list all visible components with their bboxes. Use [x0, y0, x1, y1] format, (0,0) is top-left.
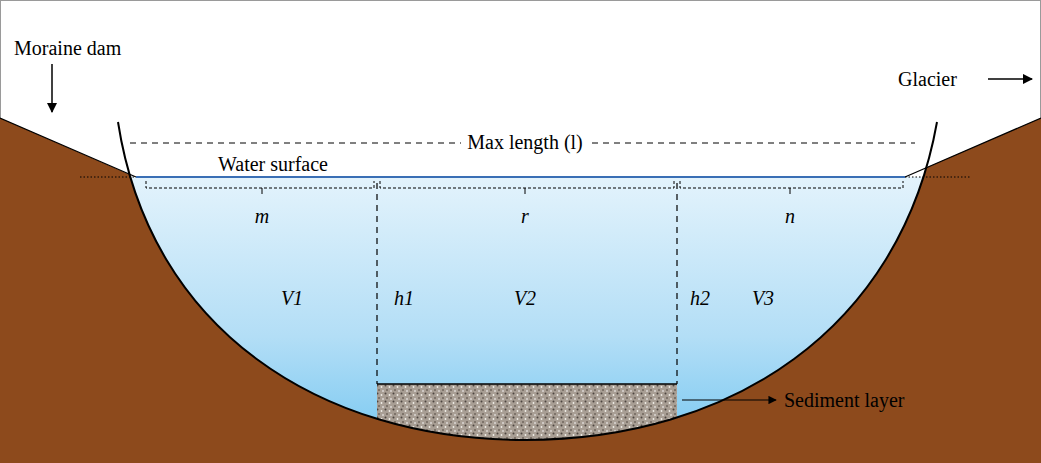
depth-symbol: h2	[690, 287, 710, 309]
width-symbol: n	[785, 205, 795, 227]
surface-label: Water surface	[218, 153, 328, 175]
dimension-label: Max length (l)	[461, 131, 589, 153]
volume-symbol: V3	[752, 287, 774, 309]
dotted-level	[80, 177, 136, 178]
terrain-line	[0, 118, 1041, 177]
lake-water	[100, 177, 950, 463]
sediment-layer	[377, 384, 677, 463]
sediment-top	[377, 383, 677, 385]
pointer-arrow	[51, 64, 53, 112]
basin-outline	[118, 122, 937, 440]
pointer-arrow	[682, 399, 776, 400]
callout-label: Sediment layer	[784, 389, 905, 411]
water-surface-line	[136, 176, 905, 178]
depth-line	[377, 183, 677, 384]
width-symbol: m	[255, 205, 269, 227]
dotted-level	[905, 177, 970, 178]
callout-label: Glacier	[898, 68, 957, 90]
volume-symbol: V2	[514, 287, 536, 309]
bracket-ticks	[262, 188, 790, 194]
section-brackets	[146, 181, 903, 188]
depth-symbol: h1	[394, 287, 414, 309]
pointer-arrow	[988, 78, 1032, 80]
width-symbol: r	[521, 205, 529, 227]
volume-symbol: V1	[281, 287, 303, 309]
callout-label: Moraine dam	[14, 37, 121, 59]
